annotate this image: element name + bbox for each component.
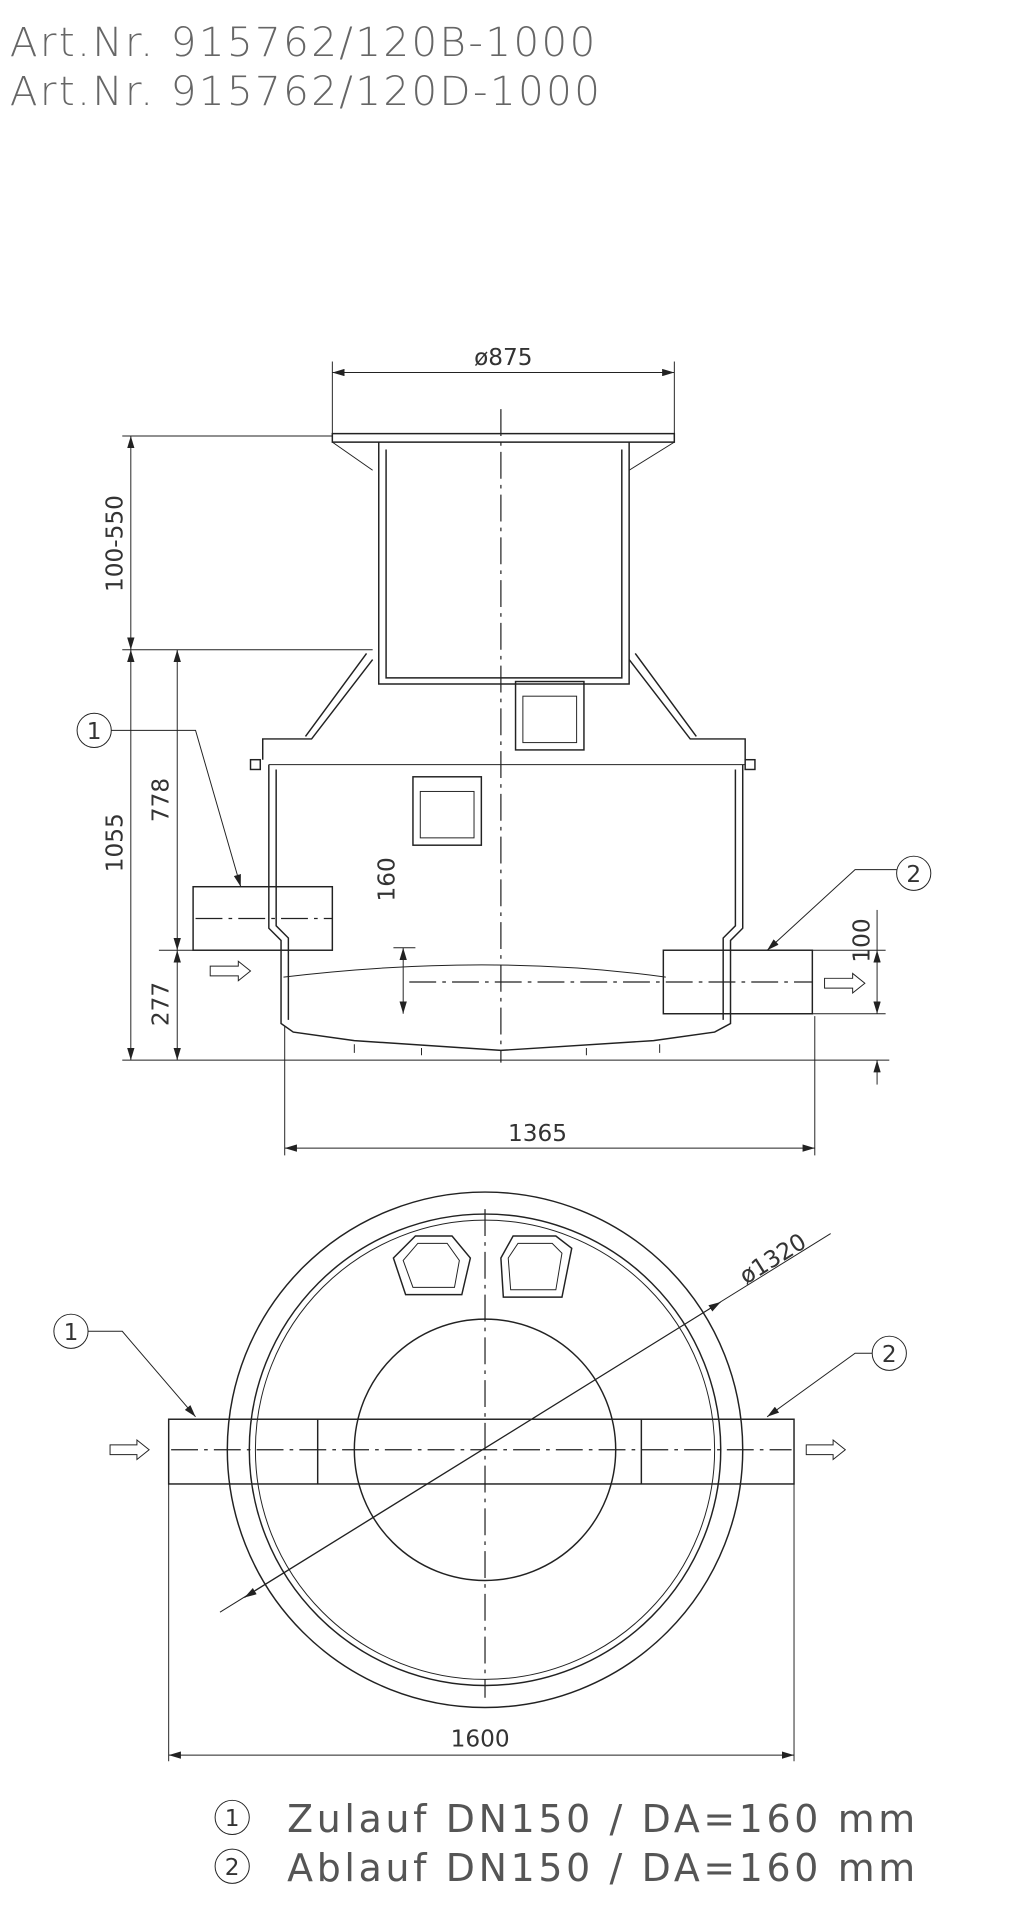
ladder-step-icon (392, 1235, 573, 1298)
side-view: ø875 100-550 1055 778 277 160 100 1365 (76, 344, 932, 1156)
dim-100: 100 (849, 918, 876, 962)
dim-1600: 1600 (451, 1726, 510, 1753)
dim-diameter-875: ø875 (474, 344, 532, 371)
legend-inlet: Zulauf DN150 / DA=160 mm (287, 1797, 919, 1841)
callout-outlet: 2 (882, 1341, 897, 1368)
inlet-arrow-icon (209, 960, 252, 982)
legend-outlet: Ablauf DN150 / DA=160 mm (287, 1846, 919, 1890)
dim-1365: 1365 (508, 1120, 567, 1147)
article-number-1: Art.Nr. 915762/120B-1000 (10, 19, 598, 66)
plan-view: ø1320 1 2 1600 (53, 1191, 907, 1762)
legend-num-2: 2 (225, 1854, 240, 1881)
callout-inlet: 1 (64, 1319, 79, 1346)
outlet-arrow-icon (824, 972, 866, 994)
callout-outlet: 2 (906, 861, 921, 888)
dim-riser: 100-550 (101, 495, 128, 592)
callout-inlet: 1 (87, 718, 102, 745)
dim-778: 778 (148, 778, 175, 822)
ladder-step-icon (412, 680, 585, 846)
legend: 1 Zulauf DN150 / DA=160 mm 2 Ablauf DN15… (214, 1797, 919, 1890)
dim-277: 277 (148, 982, 175, 1026)
dim-1055: 1055 (101, 813, 128, 872)
dim-diameter-1320: ø1320 (735, 1228, 811, 1290)
outlet-arrow-icon (805, 1438, 847, 1461)
article-number-2: Art.Nr. 915762/120D-1000 (10, 68, 602, 115)
inlet-arrow-icon (109, 1438, 150, 1461)
legend-num-1: 1 (225, 1805, 240, 1832)
dim-160: 160 (374, 857, 401, 901)
